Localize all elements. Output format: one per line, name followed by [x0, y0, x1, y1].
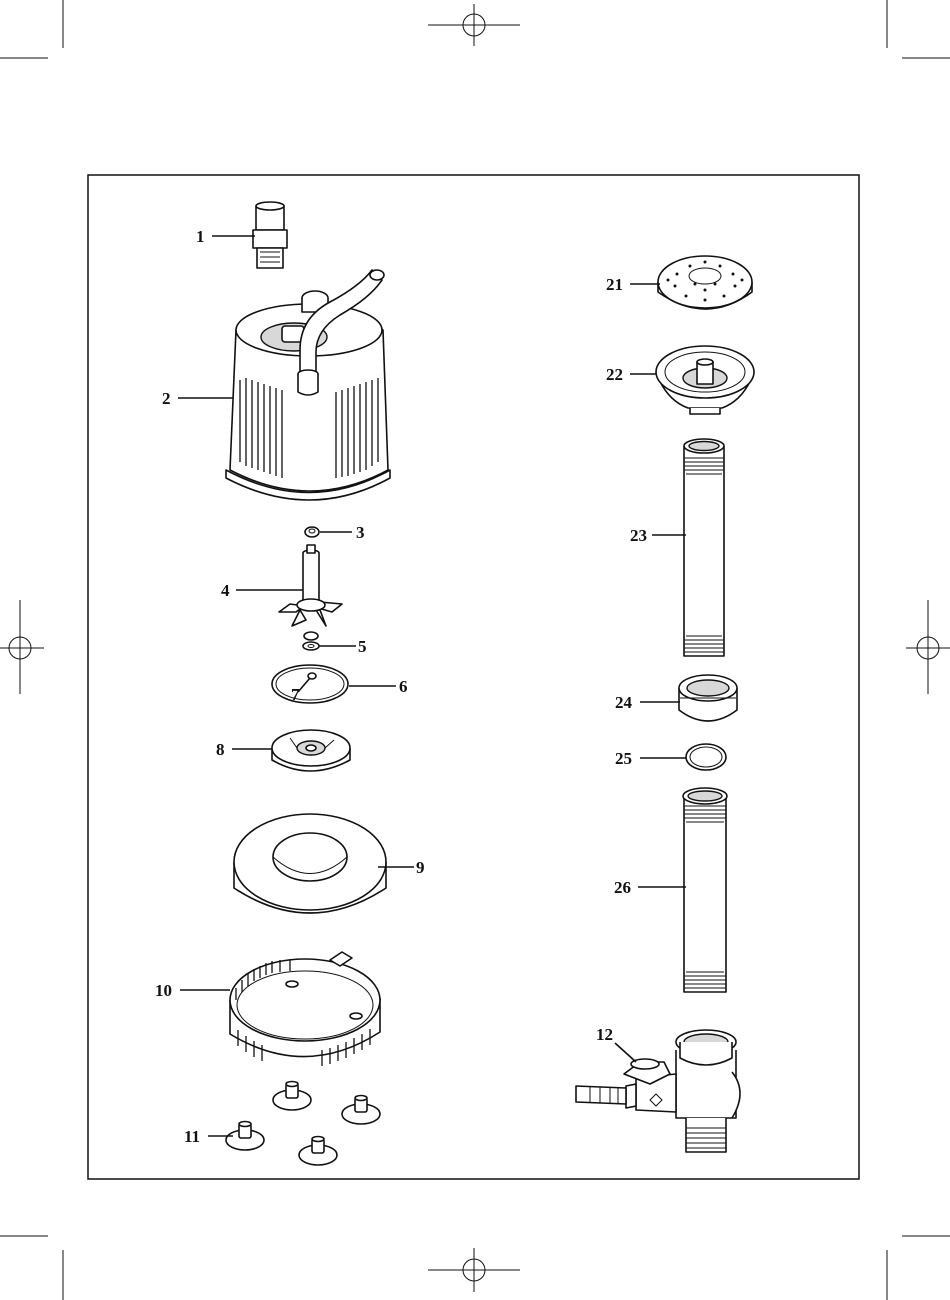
part-22-spray-base	[656, 346, 754, 414]
label-part-4: 4	[221, 581, 230, 600]
suction-cup	[299, 1137, 337, 1166]
callout-labels: 1 2 3 4 5 6 7 8 9 10 11 12 21 22 23 24 2…	[155, 227, 647, 1146]
label-part-10: 10	[155, 981, 172, 1000]
part-5-washers	[303, 632, 319, 650]
part-3-nut	[305, 527, 319, 537]
label-part-21: 21	[606, 275, 623, 294]
label-part-26: 26	[614, 878, 631, 897]
diagram-frame	[88, 175, 859, 1179]
label-part-8: 8	[216, 740, 225, 759]
suction-cup	[273, 1082, 311, 1111]
part-9-foam-filter	[234, 814, 386, 913]
part-8-impeller-cover	[272, 730, 350, 771]
label-part-12: 12	[596, 1025, 613, 1044]
part-23-extension-tube	[684, 439, 724, 656]
part-12-t-valve	[576, 1030, 740, 1152]
part-21-spray-head	[658, 256, 752, 309]
label-part-1: 1	[196, 227, 205, 246]
suction-cup	[342, 1096, 380, 1125]
label-part-11: 11	[184, 1127, 200, 1146]
part-4-impeller	[279, 545, 342, 626]
label-part-24: 24	[615, 693, 633, 712]
label-part-25: 25	[615, 749, 632, 768]
registration-mark-top	[428, 4, 520, 46]
registration-mark-left	[0, 600, 44, 694]
label-part-3: 3	[356, 523, 365, 542]
part-11-suction-cups	[226, 1082, 380, 1166]
label-part-7: 7	[291, 685, 300, 704]
part-1-connector	[253, 202, 287, 268]
part-26-short-tube	[683, 788, 727, 992]
label-part-2: 2	[162, 389, 171, 408]
part-6-ring	[272, 665, 348, 703]
registration-mark-bottom	[428, 1248, 520, 1292]
registration-mark-right	[906, 600, 950, 694]
label-part-9: 9	[416, 858, 425, 877]
label-part-23: 23	[630, 526, 647, 545]
label-part-5: 5	[358, 637, 367, 656]
part-25-o-ring	[686, 744, 726, 770]
part-2-pump-housing	[226, 270, 390, 500]
part-10-base-cage	[230, 952, 380, 1066]
part-24-coupling-nut	[679, 675, 737, 721]
label-part-6: 6	[399, 677, 408, 696]
label-part-22: 22	[606, 365, 623, 384]
